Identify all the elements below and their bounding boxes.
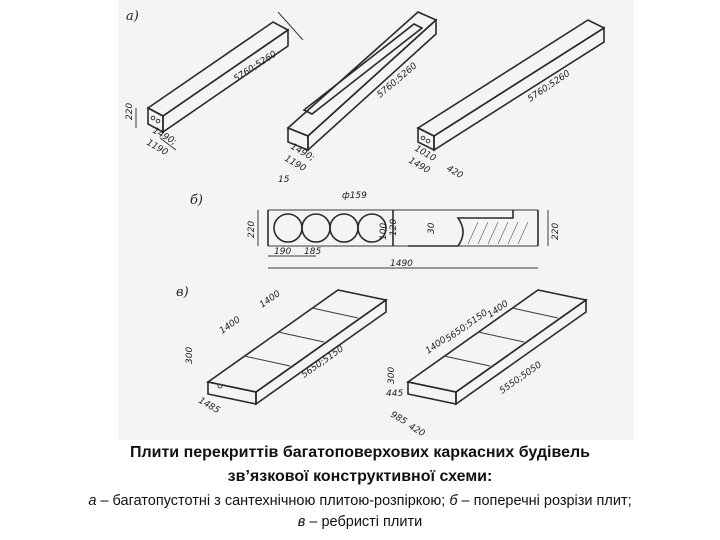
legend-a-text: – багатопустотні з сантехнічною плитою-р… xyxy=(96,493,450,509)
slab-a1: 220 5760;5260 1490; 1190 xyxy=(125,11,304,158)
dim-c1-width: 1485 xyxy=(197,396,222,416)
dim-a2-length: 5760;5260 xyxy=(376,61,420,100)
label-b: б) xyxy=(190,193,203,208)
legend-c-text: – ребристі плити xyxy=(305,514,423,530)
caption-title-line1: Плити перекриттів багатоповерхових карка… xyxy=(129,444,591,461)
dim-c2-985: 985 xyxy=(389,410,409,427)
figure-caption: Плити перекриттів багатоповерхових карка… xyxy=(0,441,720,533)
dim-c2-rib: 300 xyxy=(387,367,397,384)
legend-c-letter: в xyxy=(297,514,306,530)
dim-c2-length: 5650;5150 xyxy=(444,308,490,344)
dim-b-pitch2: 185 xyxy=(304,247,321,257)
dim-c2-445: 445 xyxy=(386,389,403,399)
dim-b-inner1: 100 xyxy=(379,223,389,240)
dim-b-inner2: 120 xyxy=(389,219,399,236)
legend-b-letter: б xyxy=(449,493,458,509)
slab-c2: 5650;5150 1400 1400 5550;5050 300 445 98… xyxy=(386,289,588,439)
slab-drawing-svg: а) 220 5760;5260 1490; 1190 5760;5260 14… xyxy=(125,9,606,439)
slab-c1: 300 1400 1400 5650;5150 1485 xyxy=(185,289,388,416)
caption-legend: а – багатопустотні з сантехнічною плитою… xyxy=(0,491,720,533)
dim-b-rib: 30 xyxy=(427,222,437,234)
dim-b-diameter: ф159 xyxy=(342,191,367,201)
dim-a1-length: 5760;5260 xyxy=(232,49,279,84)
label-a: а) xyxy=(126,9,139,24)
dim-c2-420: 420 xyxy=(407,422,427,439)
label-c: в) xyxy=(176,285,189,300)
dim-a3-width3: 420 xyxy=(445,164,465,181)
dim-a1-height: 220 xyxy=(125,103,135,120)
dim-c1-cell1: 1400 xyxy=(218,315,243,336)
dim-c1-cell2: 1400 xyxy=(258,289,283,310)
slab-a3: 5760;5260 1010 1490 420 xyxy=(407,19,606,181)
dim-b-overall: 1490 xyxy=(390,259,413,269)
dim-c1-length: 5650;5150 xyxy=(300,344,346,380)
technical-drawing: а) 220 5760;5260 1490; 1190 5760;5260 14… xyxy=(118,0,634,440)
dim-b-height-right: 220 xyxy=(551,223,561,240)
caption-title-line2: зв’язкової конструктивної схеми: xyxy=(227,468,493,485)
legend-a-letter: а xyxy=(88,493,97,509)
dim-b-height-left: 220 xyxy=(247,221,257,238)
dim-b-top: 15 xyxy=(278,175,290,185)
dim-c1-rib: 300 xyxy=(185,347,195,364)
legend-b-text: – поперечні розрізи плит; xyxy=(457,493,632,509)
section-b: 15 ф159 220 220 100 120 30 190 185 1490 xyxy=(247,175,561,269)
dim-c2-length2: 5550;5050 xyxy=(498,360,544,396)
dim-b-pitch1: 190 xyxy=(274,247,291,257)
